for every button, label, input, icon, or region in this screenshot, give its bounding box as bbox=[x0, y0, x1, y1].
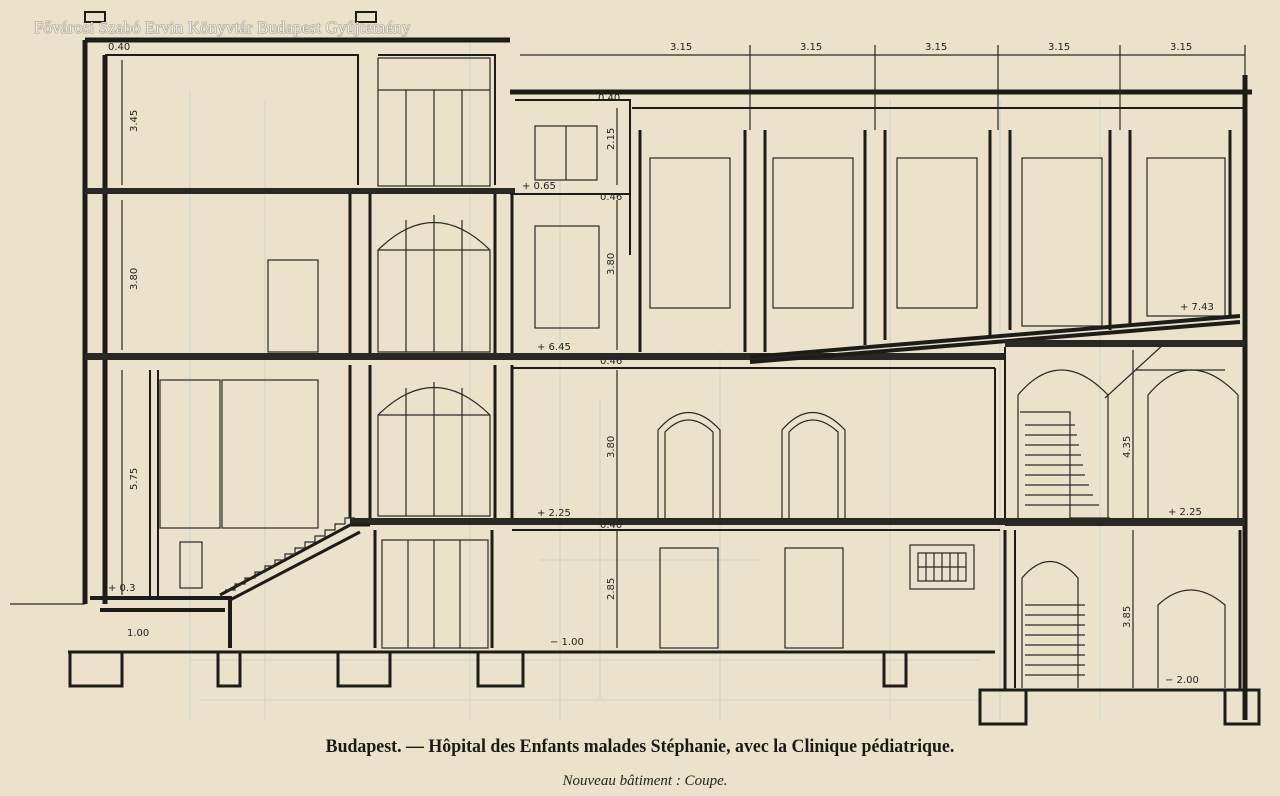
thickness-label: 0.46 bbox=[600, 356, 622, 367]
thickness-label: 0.40 bbox=[108, 42, 130, 53]
thickness-label: 0.40 bbox=[600, 520, 622, 531]
bay-dimension: 3.15 bbox=[800, 42, 822, 53]
level-label: − 2.00 bbox=[1165, 675, 1199, 686]
figure-caption: Budapest. — Hôpital des Enfants malades … bbox=[325, 736, 955, 757]
bay-dimension: 3.15 bbox=[1170, 42, 1192, 53]
dimension-lines bbox=[121, 45, 1246, 688]
level-label: + 0.3 bbox=[108, 583, 135, 594]
height-label: 2.15 bbox=[606, 128, 617, 150]
height-label: 2.85 bbox=[606, 578, 617, 600]
height-label: 3.80 bbox=[129, 268, 140, 290]
height-label: 4.35 bbox=[1122, 436, 1133, 458]
level-label: + 2.25 bbox=[537, 508, 571, 519]
level-label: + 7.43 bbox=[1180, 302, 1214, 313]
bay-dimension: 3.15 bbox=[1048, 42, 1070, 53]
height-label: 3.85 bbox=[1122, 606, 1133, 628]
height-label: 5.75 bbox=[129, 468, 140, 490]
bay-dimension: 3.15 bbox=[670, 42, 692, 53]
central-windows bbox=[377, 57, 491, 649]
ground-line bbox=[10, 603, 1240, 692]
bay-dimension: 3.15 bbox=[925, 42, 947, 53]
library-watermark: Fővárosi Szabó Ervin Könyvtár Budapest G… bbox=[34, 18, 411, 37]
level-label: − 1.00 bbox=[550, 637, 584, 648]
level-label: 1.00 bbox=[127, 628, 149, 639]
foundations bbox=[68, 530, 1261, 726]
height-label: 3.45 bbox=[129, 110, 140, 132]
left-wing bbox=[82, 11, 1005, 648]
height-label: 3.80 bbox=[606, 253, 617, 275]
height-label: 3.80 bbox=[606, 436, 617, 458]
thickness-label: 0.46 bbox=[600, 192, 622, 203]
right-wing bbox=[510, 75, 1252, 720]
level-label: + 2.25 bbox=[1168, 507, 1202, 518]
bleed-through-lines bbox=[189, 40, 1101, 720]
dimension-labels: 3.15 3.15 3.15 3.15 3.15 3.45 3.80 5.75 … bbox=[108, 42, 1214, 686]
thickness-label: 0.40 bbox=[598, 93, 620, 104]
figure-subcaption: Nouveau bâtiment : Coupe. bbox=[562, 773, 728, 789]
level-label: + 0.65 bbox=[522, 181, 556, 192]
level-label: + 6.45 bbox=[537, 342, 571, 353]
